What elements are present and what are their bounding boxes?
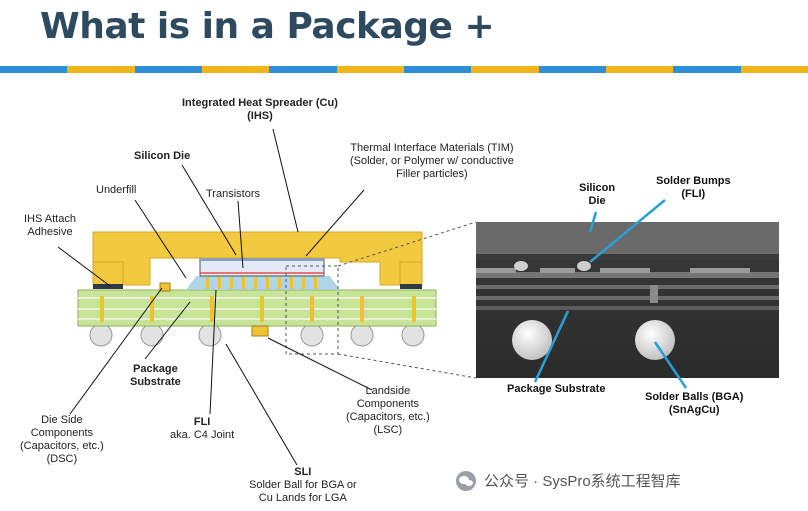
label-sli: SLI Solder Ball for BGA or Cu Lands for … <box>249 466 357 505</box>
stripe-segment <box>673 66 741 73</box>
zoom-box <box>285 265 339 355</box>
label-ihs-line2: (IHS) <box>247 110 273 122</box>
label-ihs-line1: Integrated Heat Spreader (Cu) <box>182 97 338 109</box>
stripe-segment <box>201 66 270 73</box>
stripe-segment <box>605 66 674 73</box>
label-die-side-line2: Components <box>30 427 94 439</box>
label-xs-bumps-line1: Solder Bumps <box>656 175 731 187</box>
label-landside-line2: Components <box>356 398 420 410</box>
label-silicon-die: Silicon Die <box>134 150 191 162</box>
label-fli-sub: aka. C4 Joint <box>170 429 235 441</box>
label-transistors: Transistors <box>206 188 260 200</box>
label-die-side-line1: Die Side <box>41 414 83 426</box>
label-xs-solder-bumps: Solder Bumps (FLI) <box>656 175 731 201</box>
label-tim-line3: Filler particles) <box>396 168 468 180</box>
stripe-segment <box>134 66 202 73</box>
label-landside-line3: (Capacitors, etc.) <box>346 411 430 423</box>
label-underfill: Underfill <box>96 184 137 196</box>
label-die-side-components: Die Side Components (Capacitors, etc.) (… <box>20 414 104 466</box>
label-xs-bumps-line2: (FLI) <box>681 188 706 200</box>
stripe-segment <box>336 66 404 73</box>
page-title: What is in a Package + <box>40 6 495 47</box>
label-xs-solder-balls: Solder Balls (BGA) (SnAgCu) <box>645 391 743 417</box>
label-xs-balls-line2: (SnAgCu) <box>668 404 720 416</box>
label-package-substrate-line2: Substrate <box>130 376 181 388</box>
wechat-icon <box>456 470 476 491</box>
die-side-component <box>159 282 171 292</box>
label-ihs-attach-line2: Adhesive <box>27 226 73 238</box>
label-die-side-line4: (DSC) <box>46 453 78 465</box>
label-ihs: Integrated Heat Spreader (Cu) (IHS) <box>182 97 338 123</box>
stripe-segment <box>471 66 539 73</box>
stripe-segment <box>67 66 135 73</box>
stripe-segment <box>538 66 606 73</box>
label-package-substrate: Package Substrate <box>130 363 181 389</box>
stripe-segment <box>403 66 472 73</box>
label-sli-line1: Solder Ball for BGA or <box>249 479 357 491</box>
watermark-text: 公众号 · SysPro系统工程智库 <box>484 473 681 490</box>
label-sli-line2: Cu Lands for LGA <box>258 492 347 504</box>
label-die-side-line3: (Capacitors, etc.) <box>20 440 104 452</box>
label-fli-title: FLI <box>193 416 211 428</box>
title-underline-stripe <box>0 66 808 73</box>
label-xs-balls-line1: Solder Balls (BGA) <box>645 391 744 403</box>
ihs-attach-adhesive <box>93 284 123 289</box>
tim-layer <box>200 258 324 261</box>
stripe-segment <box>269 66 337 73</box>
label-xs-package-substrate: Package Substrate <box>507 383 606 395</box>
label-ihs-attach: IHS Attach Adhesive <box>24 213 76 239</box>
label-tim-line2: (Solder, or Polymer w/ conductive <box>350 155 514 167</box>
label-package-substrate-line1: Package <box>133 363 178 375</box>
label-xs-silicon-die: Silicon Die <box>579 182 615 208</box>
label-landside-components: Landside Components (Capacitors, etc.) (… <box>346 385 430 437</box>
watermark: 公众号 · SysPro系统工程智库 <box>456 470 681 491</box>
stripe-segment <box>740 66 808 73</box>
underfill <box>186 276 340 290</box>
label-tim-line1: Thermal Interface Materials (TIM) <box>350 142 514 154</box>
stripe-segment <box>0 66 68 73</box>
label-xs-silicon-line2: Die <box>588 195 606 207</box>
label-xs-silicon-line1: Silicon <box>579 182 616 194</box>
label-landside-line4: (LSC) <box>373 424 403 436</box>
label-ihs-attach-line1: IHS Attach <box>24 213 76 225</box>
cross-section-image <box>476 222 779 378</box>
label-landside-line1: Landside <box>365 385 411 397</box>
label-tim: Thermal Interface Materials (TIM) (Solde… <box>350 142 514 181</box>
landside-component <box>251 325 269 337</box>
label-fli: FLI aka. C4 Joint <box>170 416 234 442</box>
label-sli-title: SLI <box>294 466 312 478</box>
